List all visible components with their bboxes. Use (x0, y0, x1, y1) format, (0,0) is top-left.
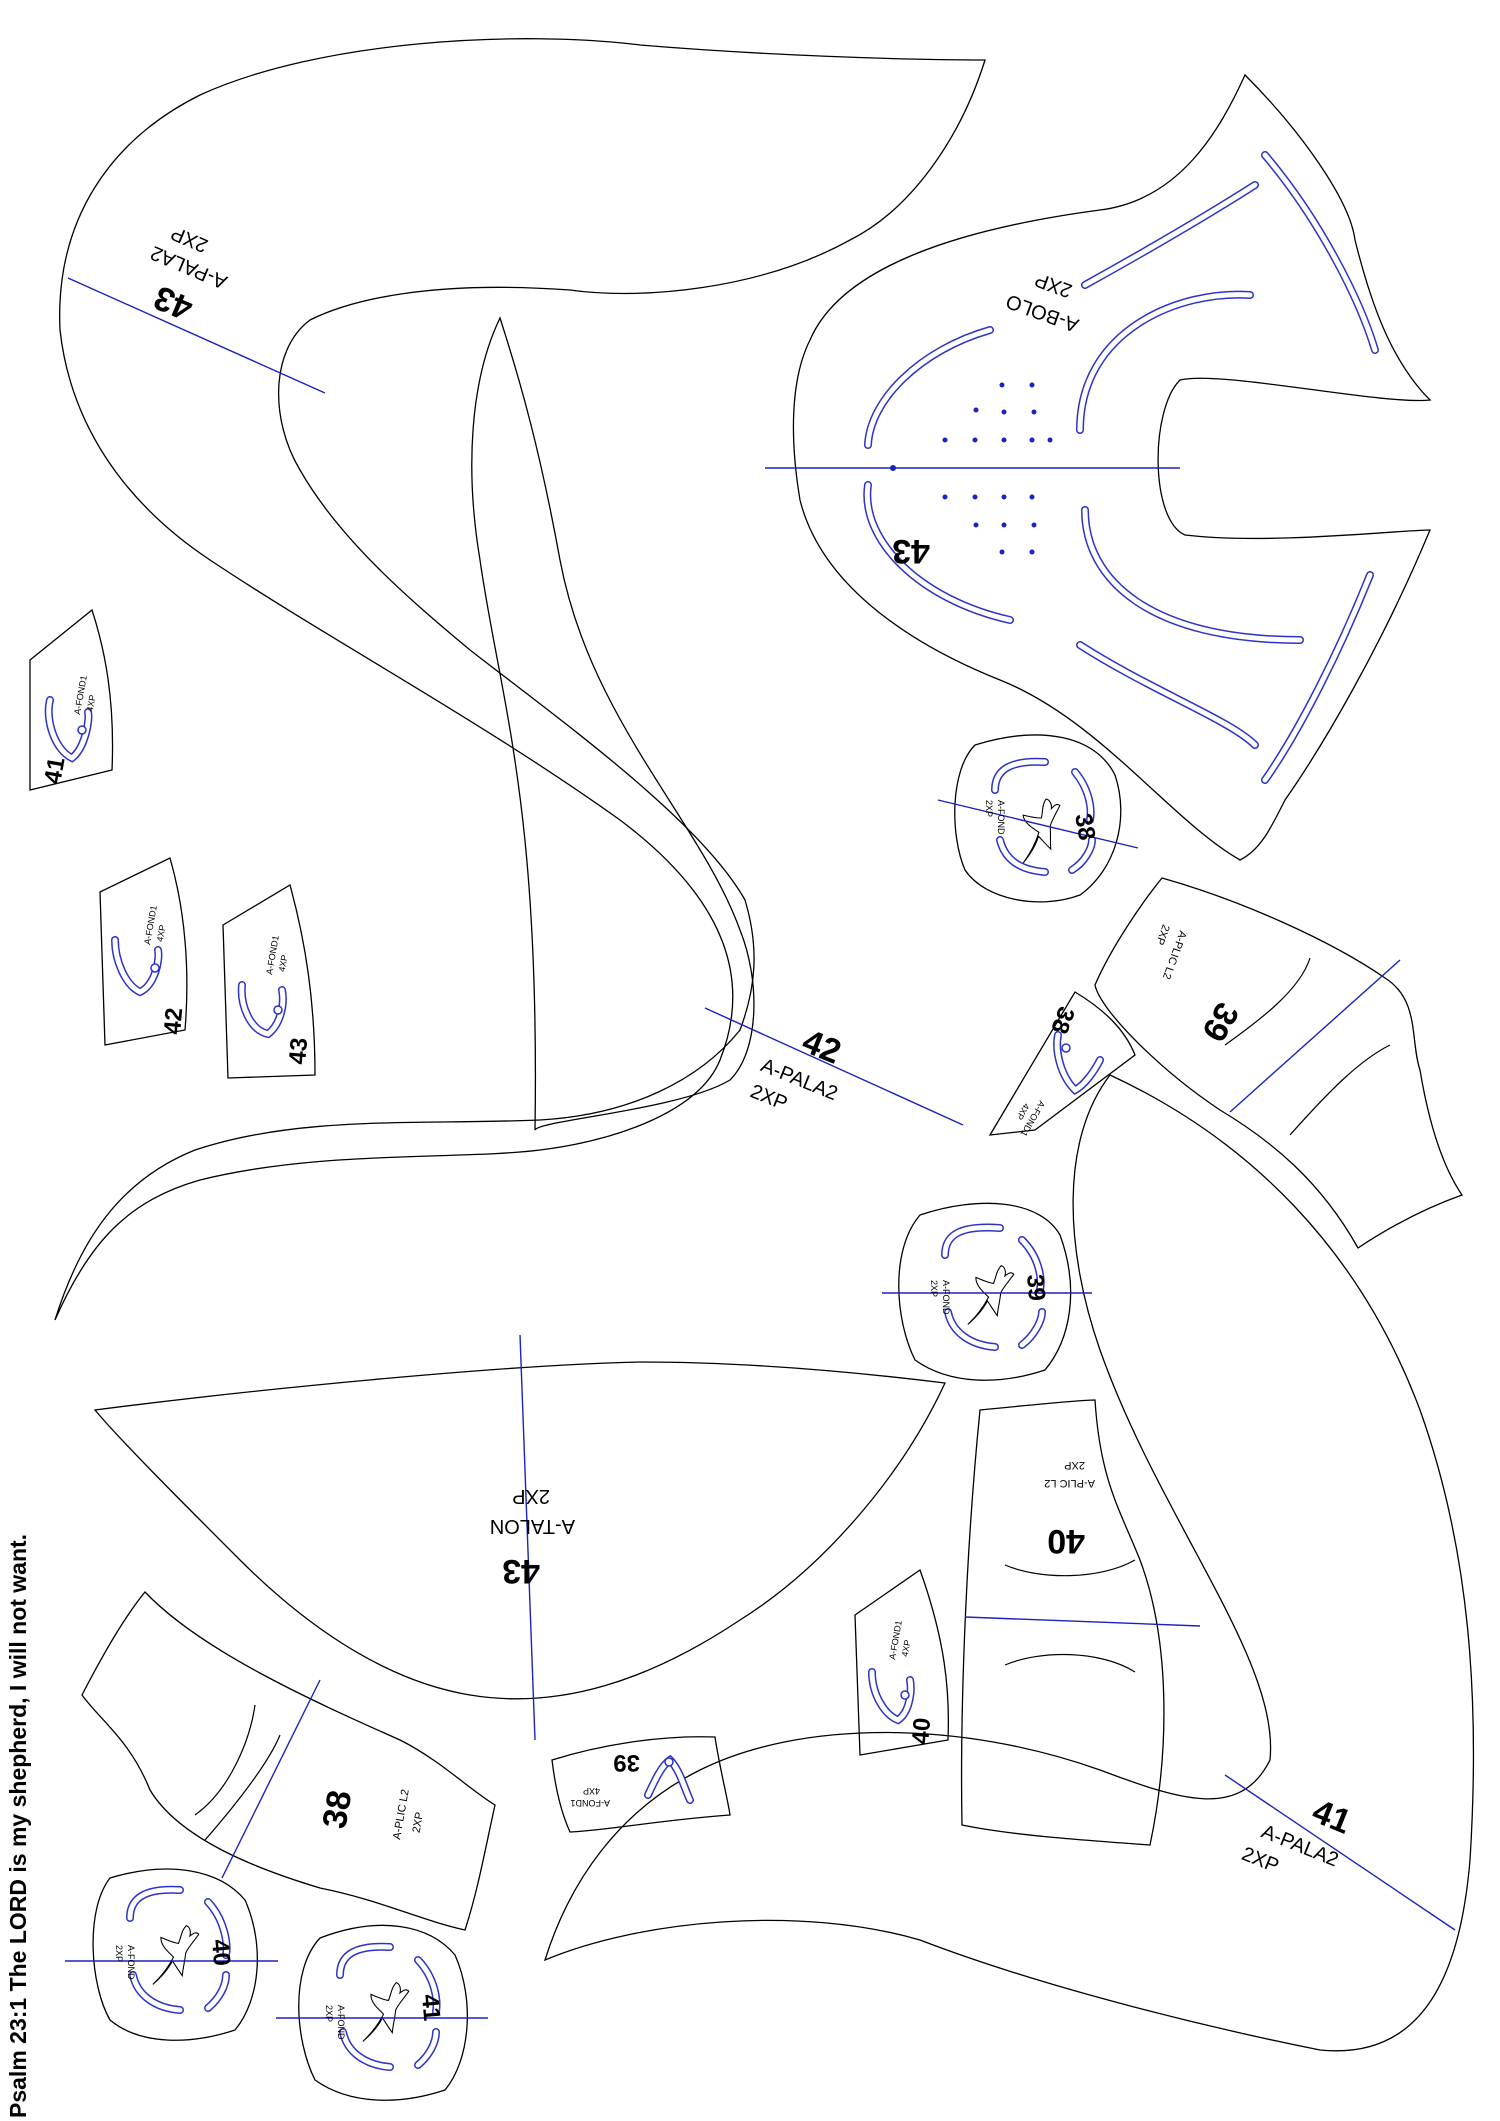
piece-name-label: A-TALON (490, 1515, 575, 1537)
piece-name-label: A-FOND (941, 1280, 951, 1315)
piece-pala2-43: 43 A-PALA2 2XP (54, 38, 986, 1321)
piece-qty-label: 2XP (929, 1280, 939, 1297)
puma-cat-icon (353, 1980, 417, 2043)
piece-size-label: 43 (148, 278, 198, 328)
piece-size-label: 39 (613, 1749, 640, 1776)
piece-size-label: 39 (1194, 996, 1246, 1048)
piece-fond-40: 40 A-FOND 2XP (65, 1868, 278, 2041)
scripture-caption: Psalm 23:1 The LORD is my shepherd, I wi… (5, 1534, 31, 2118)
piece-fond1-40: 40 A-FOND1 4XP (854, 1568, 950, 1756)
piece-size-label: 41 (1307, 1792, 1356, 1841)
piece-size-label: 43 (502, 1552, 540, 1590)
piece-fond1-41: 41 A-FOND1 4XP (29, 608, 114, 791)
piece-pala2-42: 42 A-PALA2 2XP (471, 316, 964, 1131)
piece-qty-label: 2XP (1032, 268, 1075, 302)
piece-name-label: A-FOND (126, 1945, 136, 1980)
piece-qty-label: 2XP (324, 2005, 334, 2022)
piece-plic-40: 40 A-PLIC L2 2XP (960, 1399, 1201, 1846)
puma-cat-icon (1004, 794, 1075, 864)
piece-qty-label: 2XP (512, 1485, 550, 1507)
piece-size-label: 41 (39, 755, 70, 786)
piece-size-label: 38 (1069, 811, 1100, 842)
perforation-dots (942, 382, 1053, 555)
piece-size-label: 40 (206, 1938, 235, 1967)
piece-qty-label: 4XP (85, 694, 98, 712)
piece-qty-label: 2XP (1153, 923, 1171, 947)
piece-size-label: 40 (1047, 1522, 1085, 1560)
piece-qty-label: 4XP (277, 954, 290, 972)
piece-talon-43: 43 A-TALON 2XP (93, 1334, 946, 1741)
piece-size-label: 42 (797, 1022, 846, 1071)
piece-plic-39: 39 A-PLIC L2 2XP (1094, 877, 1464, 1249)
piece-bolo-43: 43 A-BOLO 2XP (765, 73, 1432, 861)
piece-name-label: A-PLIC L2 (1044, 1477, 1095, 1489)
piece-qty-label: 2XP (1064, 1459, 1085, 1471)
piece-size-label: 38 (315, 1788, 359, 1832)
piece-fond-38: 38 A-FOND 2XP (937, 734, 1139, 903)
piece-size-label: 43 (892, 532, 930, 570)
piece-fond1-39: 39 A-FOND1 4XP (551, 1736, 731, 1833)
seam-slots (863, 151, 1379, 784)
piece-name-label: A-FOND (336, 2005, 346, 2040)
puma-cat-icon (143, 1923, 207, 1986)
piece-size-label: 43 (284, 1037, 313, 1066)
piece-qty-label: 2XP (984, 800, 994, 817)
piece-qty-label: 4XP (583, 1786, 600, 1796)
piece-fond-39: 39 A-FOND 2XP (882, 1202, 1092, 1381)
piece-plic-38: 38 A-PLIC L2 2XP (81, 1591, 496, 1931)
piece-qty-label: 4XP (900, 1639, 913, 1657)
piece-fond1-38: 38 A-FOND1 4XP (988, 991, 1136, 1138)
piece-name-label: A-FOND (996, 800, 1006, 835)
piece-size-label: 39 (1021, 1273, 1050, 1302)
piece-qty-label: 2XP (1239, 1843, 1282, 1878)
piece-fond1-43: 43 A-FOND1 4XP (222, 884, 316, 1079)
piece-name-label: A-FOND1 (570, 1798, 610, 1808)
piece-pala2-41: 41 A-PALA2 2XP (543, 1074, 1475, 2052)
piece-size-label: 42 (159, 1007, 188, 1036)
piece-qty-label: 2XP (747, 1080, 790, 1115)
piece-fond-41: 41 A-FOND 2XP (276, 1924, 488, 2101)
piece-fond1-42: 42 A-FOND1 4XP (99, 857, 188, 1046)
piece-size-label: 40 (907, 1717, 936, 1746)
piece-name-label: A-PLIC L2 (391, 1788, 412, 1840)
piece-size-label: 41 (416, 1993, 445, 2022)
piece-qty-label: 4XP (155, 924, 168, 942)
puma-cat-icon (958, 1263, 1022, 1326)
piece-qty-label: 2XP (114, 1945, 124, 1962)
piece-qty-label: 2XP (411, 1811, 426, 1834)
